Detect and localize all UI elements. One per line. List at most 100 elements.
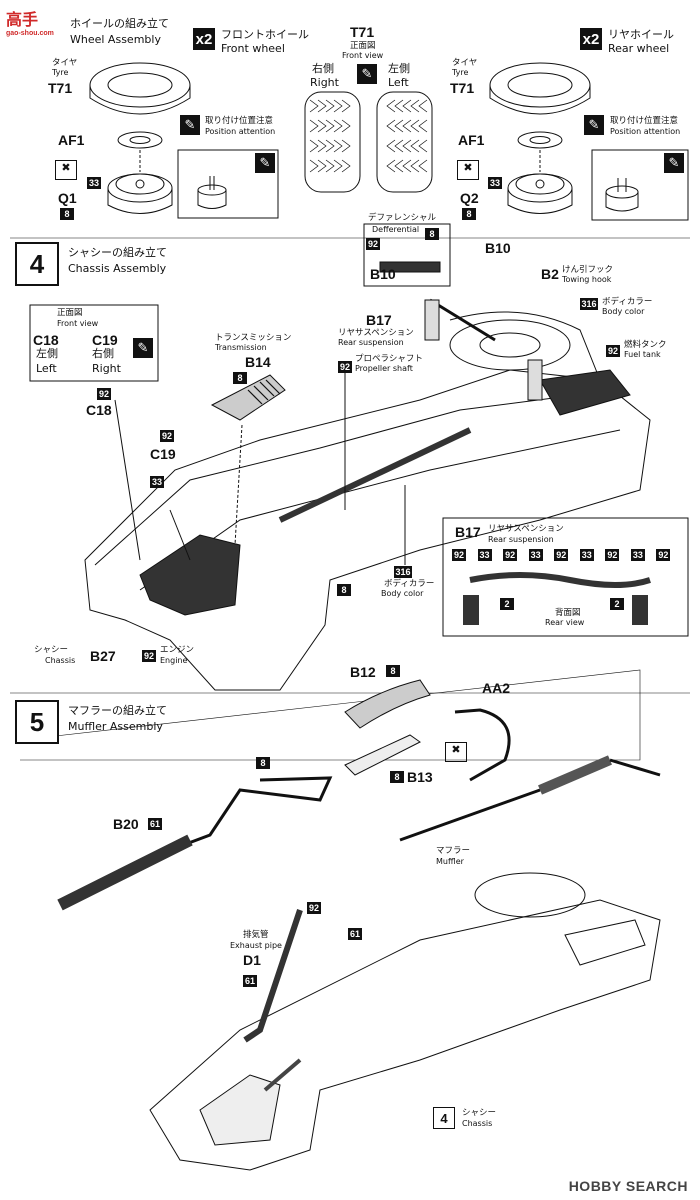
b2-label: B2 <box>541 266 559 282</box>
fuel-jp: 燃料タンク <box>624 340 667 350</box>
front-code-33: 33 <box>87 177 101 189</box>
exhaust-jp: 排気管 <box>243 930 269 940</box>
b17-en: Rear suspension <box>338 338 404 347</box>
rear-attn-jp: 取り付け位置注意 <box>610 116 679 126</box>
rsb-code-2-left: 2 <box>500 598 514 610</box>
prop-jp: プロペラシャフト <box>355 354 423 364</box>
rsb-code-0: 92 <box>452 549 466 561</box>
body-color-en: Body color <box>602 307 645 316</box>
trans-part: B14 <box>245 354 271 370</box>
rear-wheel-label-jp: リヤホイール <box>608 28 674 41</box>
diff-en: Defferential <box>372 225 420 234</box>
rsb-jp: リヤサスペンション <box>488 524 564 534</box>
step5-title-en: Muffler Assembly <box>68 720 163 733</box>
prop-code: 92 <box>338 361 352 373</box>
watermark-logo: 高手 gao-shou.com <box>6 6 54 37</box>
exhaust-code: 61 <box>243 975 257 987</box>
body-316-en: Body color <box>381 589 424 598</box>
rsb-code-1: 33 <box>477 549 492 561</box>
rear-code-8: 8 <box>462 208 476 220</box>
rsb-code-2-right: 2 <box>610 598 624 610</box>
b12-code: 8 <box>386 665 400 677</box>
body-color-code: 316 <box>580 298 598 310</box>
chassis-ref-en: Chassis <box>462 1119 493 1128</box>
exhaust-code-92: 92 <box>307 902 321 914</box>
front-glue-icon: ✖ <box>55 160 77 180</box>
aa2-part: AA2 <box>482 680 511 696</box>
front-box-attention-icon: ✎ <box>255 153 275 173</box>
rsb-en: Rear suspension <box>488 535 554 544</box>
front-tyre-part: T71 <box>48 80 73 96</box>
step4-number: 4 <box>15 242 59 286</box>
b13-part: B13 <box>407 769 433 785</box>
rsb-view-jp: 背面図 <box>555 608 581 618</box>
rsb-part: B17 <box>455 524 481 540</box>
rsb-code-8: 92 <box>656 549 671 561</box>
front-attn-en: Position attention <box>205 127 276 136</box>
center-left-jp: 左側 <box>388 62 410 75</box>
rsb-code-3: 33 <box>528 549 543 561</box>
rear-q2: Q2 <box>460 190 479 206</box>
pipe-code: 8 <box>256 757 270 769</box>
b2-en: Towing hook <box>562 275 612 284</box>
front-wheel-label-jp: フロントホイール <box>221 28 309 41</box>
rear-position-icon: ✎ <box>584 115 604 135</box>
fv-en: Front view <box>57 319 99 328</box>
front-wheel-label-en: Front wheel <box>221 42 285 55</box>
exhaust-part: D1 <box>243 952 261 968</box>
footer-brand: HOBBY SEARCH <box>568 1178 688 1194</box>
diff-code-8: 8 <box>425 228 439 240</box>
rear-glue-icon: ✖ <box>457 160 479 180</box>
front-qty-badge: x2 <box>193 28 215 50</box>
engine-en: Engine <box>160 656 188 665</box>
rear-code-33: 33 <box>488 177 502 189</box>
prop-en: Propeller shaft <box>355 364 413 373</box>
rsb-code-4: 92 <box>554 549 569 561</box>
body-color-jp: ボディカラー <box>602 297 653 307</box>
rear-box-attention-icon: ✎ <box>664 153 684 173</box>
rear-qty-badge: x2 <box>580 28 602 50</box>
rsb-code-6: 92 <box>605 549 620 561</box>
engine-jp: エンジン <box>160 645 195 655</box>
body-316-jp: ボディカラー <box>384 579 435 589</box>
chassis-part: B27 <box>90 648 116 664</box>
center-view-jp: 正面図 <box>350 41 376 51</box>
fuel-en: Fuel tank <box>624 350 661 359</box>
chassis-ref-number: 4 <box>433 1107 455 1129</box>
fv-right-en: Right <box>92 362 121 375</box>
chassis-en: Chassis <box>45 656 76 665</box>
muffler-en: Muffler <box>436 857 464 866</box>
watermark-logo-text: 高手 <box>6 12 39 29</box>
fv-left-en: Left <box>36 362 57 375</box>
center-right-jp: 右側 <box>312 62 334 75</box>
rsb-code-5: 33 <box>579 549 594 561</box>
front-tyre-jp: タイヤ <box>52 58 78 68</box>
front-position-icon: ✎ <box>180 115 200 135</box>
rear-wheel-label-en: Rear wheel <box>608 42 670 55</box>
trans-en: Transmission <box>215 343 267 352</box>
rear-attn-en: Position attention <box>610 127 681 136</box>
engine-code: 92 <box>142 650 156 662</box>
front-af1: AF1 <box>58 132 85 148</box>
step4-title-en: Chassis Assembly <box>68 262 167 275</box>
fv-right-jp: 右側 <box>92 347 114 360</box>
front-attn-jp: 取り付け位置注意 <box>205 116 274 126</box>
c18-part: C18 <box>86 402 112 418</box>
watermark-logo-sub: gao-shou.com <box>6 30 54 37</box>
muffler-jp: マフラー <box>436 846 471 856</box>
trans-code: 8 <box>233 372 247 384</box>
rsb-view-en: Rear view <box>545 618 585 627</box>
b20-part: B20 <box>113 816 139 832</box>
diff-part: B10 <box>370 266 396 282</box>
b20-code: 61 <box>148 818 162 830</box>
step5-number: 5 <box>15 700 59 744</box>
b17-label: B17 <box>366 312 392 328</box>
b2-jp: けん引フック <box>562 265 614 275</box>
b12-part: B12 <box>350 664 376 680</box>
exhaust-code-61b: 61 <box>348 928 362 940</box>
rsb-code-2: 92 <box>503 549 518 561</box>
fv-c18: C18 <box>33 332 59 348</box>
front-tyre-en: Tyre <box>52 68 69 77</box>
